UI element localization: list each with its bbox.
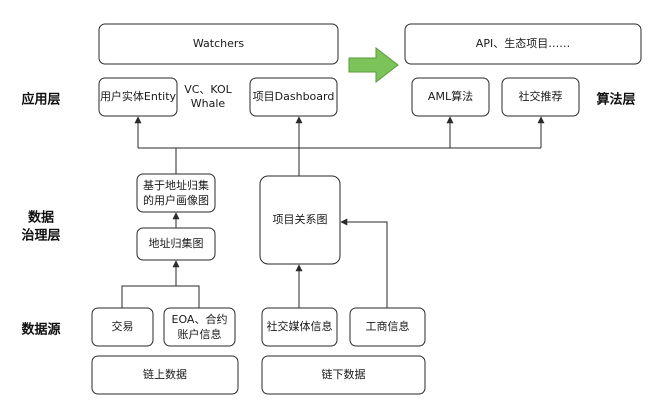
- node-user-profile: 基于地址归集 的用户画像图: [136, 173, 216, 213]
- node-address-cluster: 地址归集图: [136, 227, 216, 261]
- node-social-media-label: 社交媒体信息: [267, 319, 333, 333]
- layer-label-governance-line2: 治理层: [21, 228, 60, 244]
- node-address-cluster-label: 地址归集图: [149, 236, 204, 250]
- node-user-profile-label-line2: 的用户画像图: [143, 193, 209, 207]
- flow-arrow: [348, 46, 399, 84]
- vc-kol-label-line2: Whale: [191, 97, 226, 110]
- node-project-relation: 项目关系图: [259, 175, 341, 265]
- node-api-label: API、生态项目……: [476, 36, 570, 50]
- node-business-label: 工商信息: [366, 319, 410, 333]
- node-api: API、生态项目……: [404, 23, 642, 65]
- node-project-dashboard-label: 项目Dashboard: [253, 90, 335, 103]
- node-user-entity: 用户实体Entity: [98, 77, 178, 117]
- node-aml-label: AML算法: [428, 89, 473, 103]
- node-eoa: EOA、合约 账户信息: [163, 307, 236, 347]
- node-offchain: 链下数据: [261, 355, 426, 395]
- node-project-dashboard: 项目Dashboard: [249, 77, 338, 117]
- node-offchain-label: 链下数据: [322, 367, 366, 381]
- node-social-recommend: 社交推荐: [501, 77, 580, 117]
- node-user-entity-label: 用户实体Entity: [100, 89, 177, 103]
- vc-kol-label-line1: VC、KOL: [184, 83, 232, 96]
- node-project-relation-label: 项目关系图: [273, 212, 328, 226]
- node-user-profile-label-line1: 基于地址归集: [143, 178, 209, 192]
- node-aml: AML算法: [411, 77, 490, 117]
- node-eoa-label-line1: EOA、合约: [172, 312, 228, 326]
- layer-label-algorithm: 算法层: [596, 92, 635, 108]
- flow-arrow-shape: [348, 46, 399, 84]
- layer-label-application: 应用层: [21, 92, 60, 108]
- edge-sources-bus: [121, 285, 200, 308]
- layer-label-governance-line1: 数据: [28, 210, 54, 226]
- layer-label-source: 数据源: [21, 322, 60, 338]
- node-social-recommend-label: 社交推荐: [519, 89, 563, 103]
- node-transaction-label: 交易: [112, 319, 134, 333]
- edge-business-to-relation: [340, 218, 388, 308]
- node-business: 工商信息: [349, 307, 426, 347]
- node-eoa-label-line2: 账户信息: [178, 327, 222, 341]
- node-social-media: 社交媒体信息: [261, 307, 338, 347]
- node-onchain-label: 链上数据: [143, 367, 187, 381]
- node-transaction: 交易: [91, 307, 154, 347]
- node-onchain: 链上数据: [91, 355, 239, 395]
- node-watchers: Watchers: [98, 23, 339, 65]
- node-watchers-label: Watchers: [193, 37, 245, 50]
